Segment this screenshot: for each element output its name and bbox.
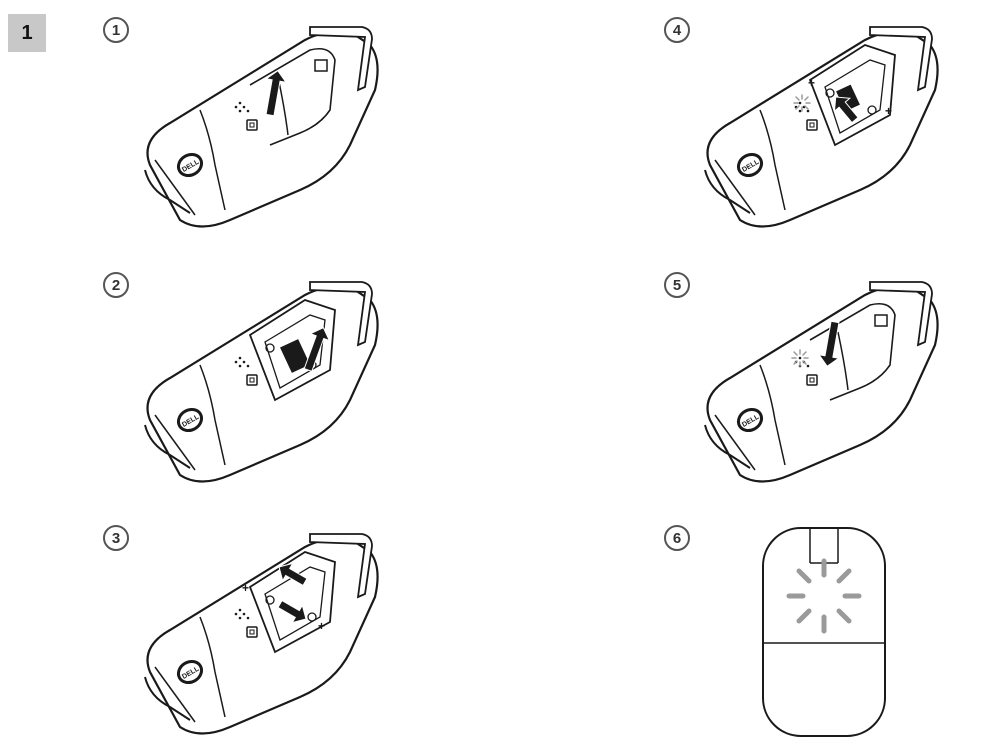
indicator-dot [242,612,246,616]
power-button [806,119,818,131]
indicator-dot [246,616,250,620]
rear-bar [309,26,373,92]
dell-logo: DELL [176,407,204,433]
indicator-dot [242,360,246,364]
indicator-dot [806,364,810,368]
indicator-dot [238,109,242,113]
indicator-dot [246,364,250,368]
indicator-dot [238,616,242,620]
power-button [246,626,258,638]
dell-logo: DELL [736,407,764,433]
indicator-dot [234,612,238,616]
power-button [806,374,818,386]
indicator-dot [798,109,802,113]
rear-bar [309,533,373,599]
dell-logo: DELL [176,152,204,178]
mouse-illustration-step-5: DELL [704,281,939,483]
indicator-dot [798,356,802,360]
step-number-5: 5 [664,272,690,298]
front-lip [704,424,751,469]
mouse-illustration-step-4: DELL + + [704,26,939,228]
rear-sensor [874,314,888,327]
mouse-top-view-step-6 [762,527,886,737]
mouse-body-outline [706,285,939,483]
plus-sign: + [808,76,815,90]
figure-number-badge: 1 [8,14,46,52]
indicator-dot [242,105,246,109]
indicator-dot [798,101,802,105]
mouse-illustration-step-2: DELL [144,281,379,483]
indicator-dot [234,360,238,364]
mouse-body-outline [146,30,379,228]
indicator-dot [238,101,242,105]
indicator-dot [246,109,250,113]
arrow-down-icon [277,599,307,624]
rear-bar [869,281,933,347]
battery-compartment [248,551,336,654]
rear-sensor [314,59,328,72]
figure-number: 1 [21,21,33,44]
step-number-3: 3 [103,525,129,551]
mouse-illustration-step-1: DELL [144,26,379,228]
dell-logo: DELL [736,152,764,178]
plus-sign: + [318,619,325,633]
led-blink-icon [793,94,811,112]
indicator-dot [238,608,242,612]
indicator-dot [238,356,242,360]
step-number-2: 2 [103,272,129,298]
front-lip [144,169,191,214]
plus-sign: + [242,581,249,595]
step-number-4: 4 [664,17,690,43]
battery-cover [249,47,336,146]
led-blink-icon [791,349,809,367]
dell-logo: DELL [176,659,204,685]
arrow-up-icon [303,327,331,373]
mouse-illustration-step-3: DELL + + [144,533,379,735]
step-number-1: 1 [103,17,129,43]
dongle [280,339,310,373]
battery-slot [824,59,886,134]
arrow-up-icon [264,69,288,117]
step-number-6: 6 [664,525,690,551]
power-button [246,119,258,131]
indicator-dot [234,105,238,109]
indicator-dot [238,364,242,368]
front-lip [144,676,191,721]
front-lip [144,424,191,469]
battery-slot [264,566,326,641]
front-lip [704,169,751,214]
indicator-dot [806,109,810,113]
plus-sign: + [885,104,892,118]
rear-bar [309,281,373,347]
rear-bar [869,26,933,92]
battery-cover [809,302,896,401]
arrow-up-icon [278,562,308,587]
arrow-down-icon [817,320,841,368]
led-blink-icon [786,558,862,634]
arrow-up-icon [833,96,859,124]
power-button [246,374,258,386]
